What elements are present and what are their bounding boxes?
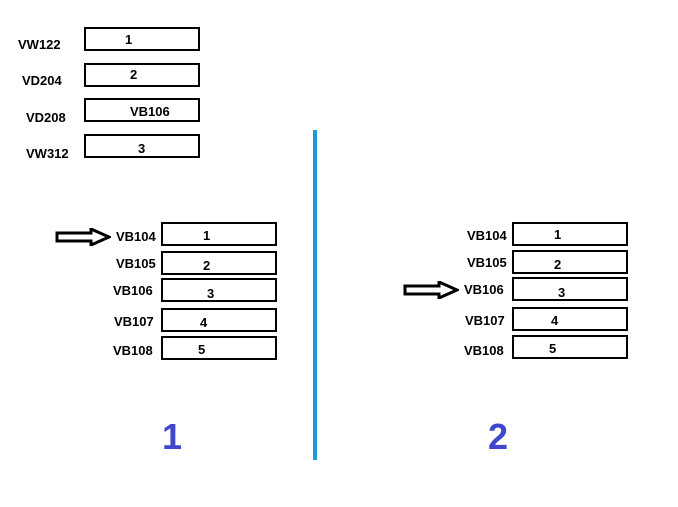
register-value: 3 (558, 285, 566, 300)
register-box (161, 336, 277, 360)
variable-value: VB106 (130, 104, 170, 119)
register-label: VB107 (114, 314, 154, 329)
register-value: 4 (551, 313, 559, 328)
register-box (512, 277, 628, 301)
register-box (161, 278, 277, 302)
register-value: 3 (207, 286, 215, 301)
register-value: 1 (554, 227, 562, 242)
register-label: VB105 (467, 255, 507, 270)
register-value: 2 (554, 257, 562, 272)
panel-number: 1 (162, 416, 183, 457)
register-label: VB108 (113, 343, 153, 358)
register-box (161, 251, 277, 275)
register-box (512, 307, 628, 331)
register-label: VB106 (464, 282, 504, 297)
variable-value: 3 (138, 141, 146, 156)
register-box (512, 250, 628, 274)
register-value: 1 (203, 228, 211, 243)
register-label: VB107 (465, 313, 505, 328)
variable-label: VW312 (26, 146, 69, 161)
variable-value: 2 (130, 67, 138, 82)
register-box (512, 222, 628, 246)
register-label: VB108 (464, 343, 504, 358)
register-value: 5 (198, 342, 206, 357)
pointer-arrow-icon (55, 228, 111, 246)
register-label: VB104 (116, 229, 156, 244)
register-box (161, 222, 277, 246)
variable-label: VD208 (26, 110, 66, 125)
register-value: 5 (549, 341, 557, 356)
variable-value: 1 (125, 32, 133, 47)
panel-number: 2 (488, 416, 509, 457)
pointer-arrow-icon (403, 281, 459, 299)
variable-box (84, 63, 200, 87)
register-label: VB105 (116, 256, 156, 271)
register-value: 2 (203, 258, 211, 273)
variable-box (84, 134, 200, 158)
variable-label: VW122 (18, 37, 61, 52)
register-value: 4 (200, 315, 208, 330)
register-label: VB104 (467, 228, 507, 243)
panel-divider (313, 130, 317, 460)
variable-box (84, 27, 200, 51)
register-box (512, 335, 628, 359)
register-label: VB106 (113, 283, 153, 298)
variable-box (84, 98, 200, 122)
variable-label: VD204 (22, 73, 62, 88)
register-box (161, 308, 277, 332)
